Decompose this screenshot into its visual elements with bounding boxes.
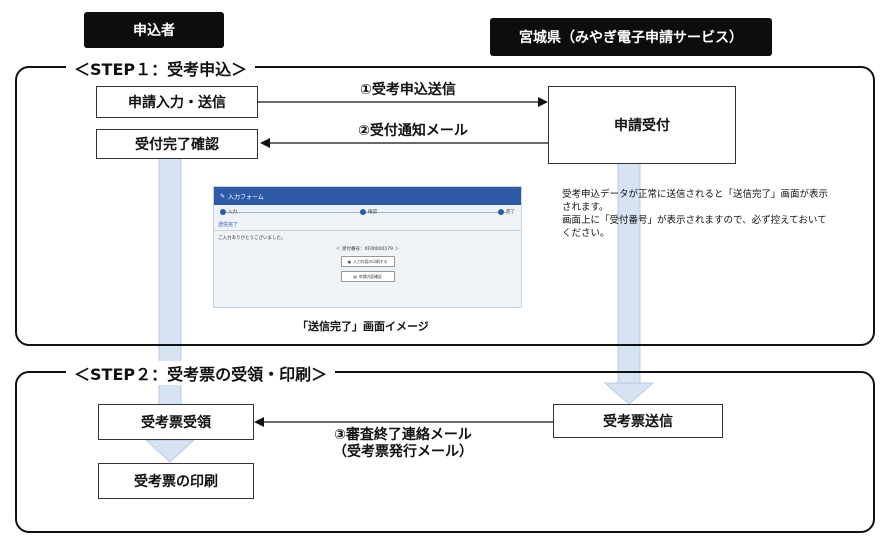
arrow-3-label-line1: ③審査終了連絡メール [334, 427, 472, 443]
arrow-2-head [260, 138, 270, 148]
completion-screen-image: ✎ 入力フォーム 入力 確認 完了 送信完了 ご入力ありがとうございました。 ＜… [213, 186, 522, 308]
arrow-3-label: ③審査終了連絡メール （受考票発行メール） [333, 427, 473, 461]
arrow-1-label: ①受考申込送信 [360, 82, 456, 98]
mini-title: 送信完了 [214, 219, 521, 231]
mini-print-button: ▣ 入力内容の印刷する [340, 256, 395, 267]
edit-icon: ✎ [220, 192, 226, 200]
note-line: ください。 [562, 228, 610, 239]
screen-image-caption: 「送信完了」画面イメージ [297, 320, 429, 333]
mini-step-label: 確認 [368, 210, 377, 215]
step2-frame [15, 371, 875, 533]
box-receipt-confirm: 受付完了確認 [96, 129, 258, 159]
check-icon [220, 209, 226, 215]
box-ticket-receipt: 受考票受領 [98, 404, 254, 440]
mini-message: ご入力ありがとうございました。 [218, 236, 286, 241]
mini-header-bar: ✎ 入力フォーム [214, 187, 521, 205]
document-icon: ▤ [353, 274, 357, 279]
arrow-3-label-line2: （受考票発行メール） [333, 444, 473, 460]
applicant-header: 申込者 [84, 12, 224, 48]
right-flow-arrowhead [603, 382, 655, 405]
check-icon [498, 209, 504, 215]
arrow-3-head [254, 417, 264, 427]
mini-step-label: 入力 [228, 210, 237, 215]
box-application-receipt: 申請受付 [548, 86, 736, 164]
mini-button-label: 申請内容確認 [358, 273, 382, 279]
mini-receipt-number: ＜ 受付番号：XF00000179 ＞ [336, 247, 399, 252]
mini-step-complete: 完了 [498, 209, 515, 215]
mini-step-label: 完了 [506, 210, 515, 215]
step1-frame [15, 66, 875, 346]
mini-step-confirm: 確認 [360, 209, 377, 215]
mini-button-label: 入力内容の印刷する [353, 258, 388, 264]
note-line: されます。 [562, 202, 609, 213]
box-application-input: 申請入力・送信 [96, 86, 258, 118]
mini-step-input: 入力 [220, 209, 237, 215]
mini-header-label: 入力フォーム [228, 193, 264, 201]
arrow-1-head [538, 97, 548, 107]
left-flow-arrowhead [144, 439, 196, 463]
box-ticket-send: 受考票送信 [553, 404, 723, 438]
arrow-2-label: ②受付通知メール [358, 123, 468, 139]
step2-title: ＜STEP２：受考票の受領・印刷＞ [66, 361, 336, 385]
mini-progress: 入力 確認 完了 [214, 205, 521, 219]
submission-note: 受考申込データが正常に送信されると「送信完了」画面が表示 されます。 画面上に「… [562, 188, 862, 240]
mini-review-button: ▤ 申請内容確認 [340, 271, 395, 282]
step1-title: ＜STEP１：受考申込＞ [66, 56, 256, 80]
check-icon [360, 209, 366, 215]
note-line: 画面上に「受付番号」が表示されますので、必ず控えておいて [562, 215, 827, 226]
printer-icon: ▣ [347, 259, 352, 264]
note-line: 受考申込データが正常に送信されると「送信完了」画面が表示 [562, 189, 829, 200]
box-ticket-print: 受考票の印刷 [98, 463, 254, 499]
prefecture-header: 宮城県（みやぎ電子申請サービス） [490, 18, 772, 56]
